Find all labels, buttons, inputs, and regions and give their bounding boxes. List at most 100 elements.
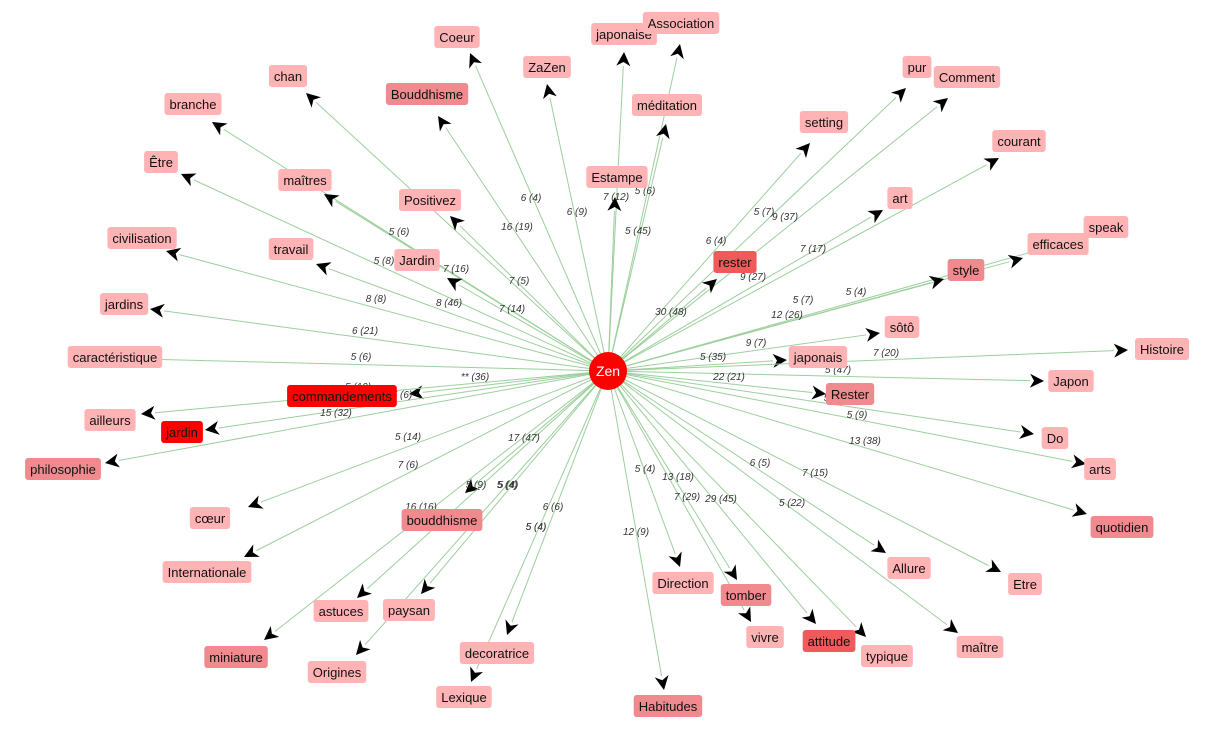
node-histoire[interactable]: Histoire <box>1135 338 1190 360</box>
node-estampe[interactable]: Estampe <box>586 166 648 188</box>
node-bouddhisme[interactable]: Bouddhisme <box>385 83 469 105</box>
arrowhead-internationale <box>244 544 260 557</box>
node-quotidien[interactable]: quotidien <box>1090 516 1154 538</box>
node-box-pur <box>902 56 932 78</box>
edge-vivre <box>607 370 745 611</box>
node-association[interactable]: Association <box>642 12 720 34</box>
node-branche[interactable]: branche <box>164 93 222 115</box>
node-do[interactable]: Do <box>1041 427 1069 449</box>
node-jardins[interactable]: jardins <box>99 293 149 315</box>
node-label-comment: Comment <box>939 70 996 85</box>
node-art[interactable]: art <box>887 187 913 209</box>
node-habitudes[interactable]: Habitudes <box>633 695 703 717</box>
arrowhead-positivez <box>450 216 465 231</box>
node-label-quotidien: quotidien <box>1096 520 1149 535</box>
edge-label-decoratrice: 6 (6) <box>543 502 564 513</box>
edge-style <box>607 282 931 372</box>
node-label-efficaces: efficaces <box>1032 237 1084 252</box>
node-japon[interactable]: Japon <box>1048 370 1094 392</box>
center-node[interactable]: Zen <box>589 352 627 390</box>
node-civilisation[interactable]: civilisation <box>107 227 177 249</box>
node-label-soto: sôtô <box>890 320 915 335</box>
node-decoratrice[interactable]: decoratrice <box>459 642 535 664</box>
edge-maitres <box>335 200 609 372</box>
edge-label-internationale: 7 (6) <box>398 460 419 471</box>
edge-label-vivre: 7 (29) <box>674 492 700 503</box>
edge-label-extra: 30 (48) <box>655 307 687 318</box>
node-speak[interactable]: speak <box>1083 216 1129 238</box>
edge-label-jardins: 6 (21) <box>352 326 378 337</box>
node-maitres[interactable]: maîtres <box>278 169 332 191</box>
node-paysan[interactable]: paysan <box>383 599 435 621</box>
edge-comment <box>607 106 938 372</box>
node-miniature[interactable]: miniature <box>204 646 268 668</box>
node-box-maitres <box>278 169 332 191</box>
node-coeur[interactable]: cœur <box>189 507 231 529</box>
node-internationale[interactable]: Internationale <box>162 561 252 583</box>
arrowhead-histoire <box>1113 343 1128 358</box>
node-etre[interactable]: Etre <box>1008 573 1042 595</box>
node-soto[interactable]: sôtô <box>884 316 920 338</box>
edge-label-extra: 5 (9) <box>466 480 487 491</box>
node-philosophie[interactable]: philosophie <box>25 458 101 480</box>
edge-meditation <box>607 137 664 372</box>
node-vivre[interactable]: vivre <box>746 626 784 648</box>
node-ailleurs[interactable]: ailleurs <box>84 409 136 431</box>
node-setting[interactable]: setting <box>799 111 849 133</box>
edge-quotidien <box>607 370 1074 511</box>
node-box-japonais <box>788 346 848 368</box>
edge-jardins <box>163 310 609 372</box>
node-etre[interactable]: Être <box>144 151 178 173</box>
node-zazen[interactable]: ZaZen <box>523 56 571 78</box>
node-meditation[interactable]: méditation <box>632 94 702 116</box>
node-label-japonais: japonais <box>793 350 843 365</box>
node-courant[interactable]: courant <box>992 130 1046 152</box>
arrowhead-meditation <box>656 124 670 140</box>
node-caracteristique[interactable]: caractéristique <box>67 346 163 368</box>
node-pur[interactable]: pur <box>902 56 932 78</box>
node-travail[interactable]: travail <box>268 238 314 260</box>
node-origines[interactable]: Origines <box>307 661 367 683</box>
node-box-bouddhisme <box>401 509 483 531</box>
node-attitude[interactable]: attitude <box>802 630 856 652</box>
arrowhead-maitre <box>942 619 958 633</box>
arrowhead-quotidien <box>1071 503 1087 517</box>
node-japonaise[interactable]: japonaise <box>591 23 657 45</box>
node-commandements[interactable]: commandements <box>287 385 397 407</box>
node-box-philosophie <box>25 458 101 480</box>
node-lexique[interactable]: Lexique <box>436 686 492 708</box>
node-style[interactable]: style <box>947 259 985 281</box>
node-box-lexique <box>436 686 492 708</box>
node-typique[interactable]: typique <box>861 645 913 667</box>
node-jardin[interactable]: Jardin <box>394 249 440 271</box>
node-box-commandements <box>287 385 397 407</box>
node-coeur[interactable]: Coeur <box>434 26 480 48</box>
node-box-astuces <box>313 600 369 622</box>
arrowhead-etre <box>181 173 197 187</box>
node-allure[interactable]: Allure <box>887 557 931 579</box>
node-astuces[interactable]: astuces <box>313 600 369 622</box>
arrowhead-philosophie <box>105 453 120 468</box>
node-bouddhisme[interactable]: bouddhisme <box>401 509 483 531</box>
node-jardin[interactable]: jardin <box>161 421 203 443</box>
node-chan[interactable]: chan <box>268 65 308 87</box>
node-box-paysan <box>383 599 435 621</box>
node-label-etre: Être <box>149 155 173 170</box>
edge-label-do: 5 (9) <box>847 410 868 421</box>
node-comment[interactable]: Comment <box>933 66 1001 88</box>
node-efficaces[interactable]: efficaces <box>1027 233 1089 255</box>
center-node-label: Zen <box>596 363 620 379</box>
node-box-miniature <box>204 646 268 668</box>
node-maitre[interactable]: maître <box>956 636 1004 658</box>
node-positivez[interactable]: Positivez <box>399 189 461 211</box>
node-rester[interactable]: Rester <box>825 383 875 405</box>
node-direction[interactable]: Direction <box>652 572 714 594</box>
node-tomber[interactable]: tomber <box>720 584 772 606</box>
node-rester[interactable]: rester <box>713 251 757 273</box>
node-label-philosophie: philosophie <box>30 462 96 477</box>
edge-decoratrice <box>511 370 609 623</box>
node-japonais[interactable]: japonais <box>788 346 848 368</box>
node-label-astuces: astuces <box>319 604 364 619</box>
node-arts[interactable]: arts <box>1084 458 1116 480</box>
node-box-internationale <box>162 561 252 583</box>
